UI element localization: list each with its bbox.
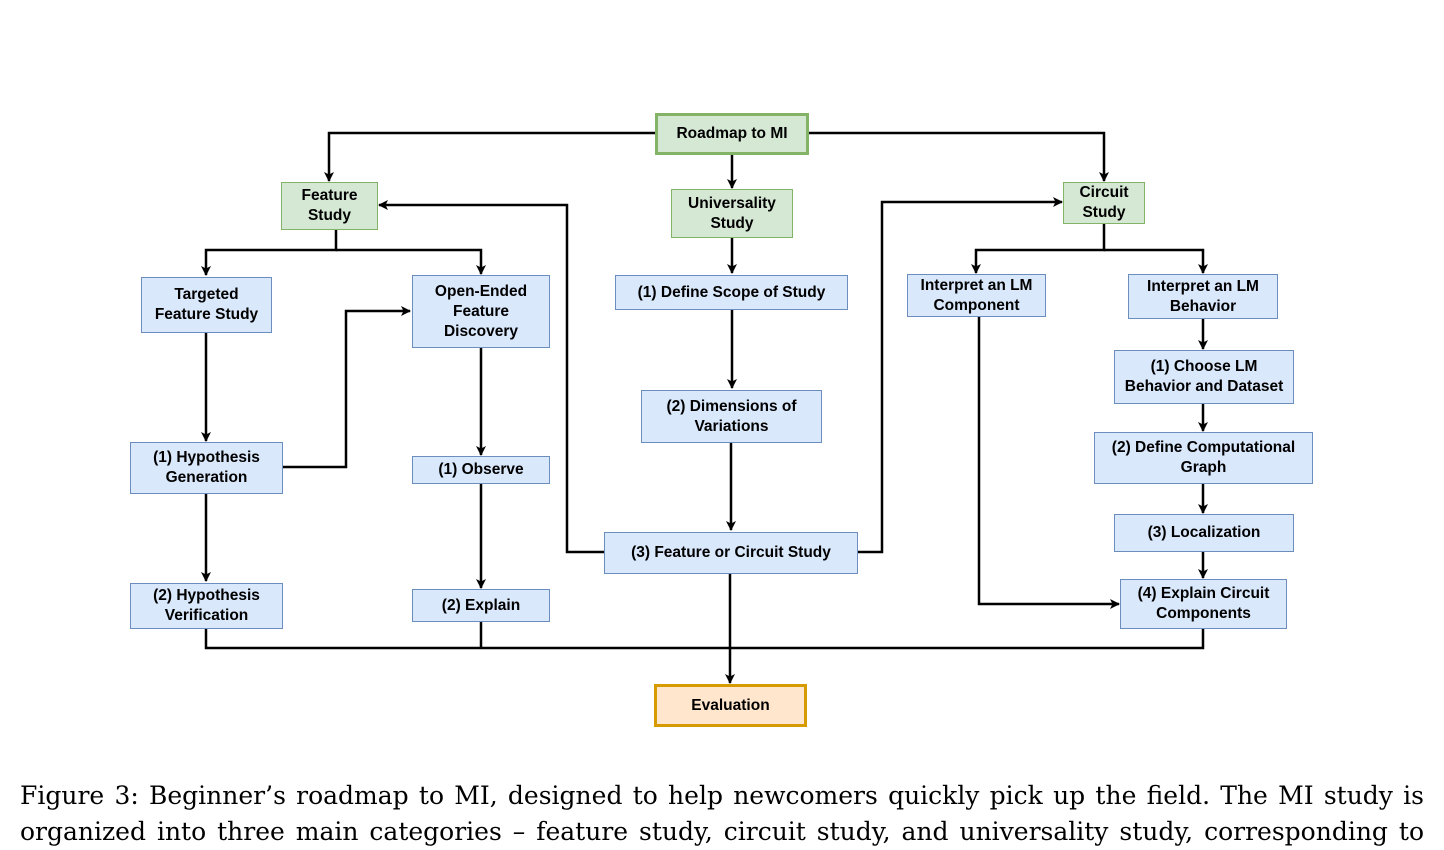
edge-feature-or-circuit-to-circuit-study [857, 197, 1063, 554]
define-computational-graph-node: (2) Define Computational Graph [1094, 432, 1313, 484]
edge-circuit-study-to-component [971, 223, 1106, 274]
targeted-feature-study-node: Targeted Feature Study [141, 277, 272, 333]
interpret-lm-component-node: Interpret an LM Component [907, 274, 1046, 317]
edge-component-to-explain-components [977, 317, 1120, 609]
figure-caption: Figure 3: Beginner’s roadmap to MI, desi… [20, 781, 1424, 846]
explain-circuit-components-node: (4) Explain Circuit Components [1120, 579, 1287, 629]
diagram-connectors [201, 131, 1208, 684]
edge-feature-study-to-open-ended [336, 248, 486, 275]
dimensions-of-variations-node: (2) Dimensions of Variations [641, 390, 822, 443]
choose-lm-behavior-node: (1) Choose LM Behavior and Dataset [1114, 350, 1294, 404]
roadmap-node: Roadmap to MI [655, 113, 809, 155]
explain-node: (2) Explain [412, 589, 550, 622]
edge-bottom-bus [204, 628, 1205, 650]
hypothesis-verification-node: (2) Hypothesis Verification [130, 583, 283, 629]
edge-hypothesis-generation-to-open-ended [282, 306, 411, 469]
open-ended-feature-discovery-node: Open-Ended Feature Discovery [412, 275, 550, 348]
edge-feature-or-circuit-to-feature-study [378, 200, 605, 554]
hypothesis-generation-node: (1) Hypothesis Generation [130, 442, 283, 494]
feature-study-node: Feature Study [281, 182, 378, 230]
evaluation-node: Evaluation [654, 684, 807, 727]
universality-study-node: Universality Study [671, 189, 793, 238]
observe-node: (1) Observe [412, 456, 550, 484]
feature-or-circuit-study-node: (3) Feature or Circuit Study [604, 532, 858, 574]
edge-roadmap-to-feature-study [324, 131, 656, 182]
interpret-lm-behavior-node: Interpret an LM Behavior [1128, 274, 1278, 319]
define-scope-node: (1) Define Scope of Study [615, 275, 848, 310]
roadmap-diagram: Roadmap to MI Feature Study Universality… [130, 113, 1313, 727]
circuit-study-node: Circuit Study [1063, 182, 1145, 224]
edge-roadmap-to-circuit-study [808, 131, 1109, 182]
edge-circuit-study-to-behavior [1104, 248, 1208, 274]
edge-feature-study-to-targeted [201, 229, 338, 276]
localization-node: (3) Localization [1114, 514, 1294, 552]
